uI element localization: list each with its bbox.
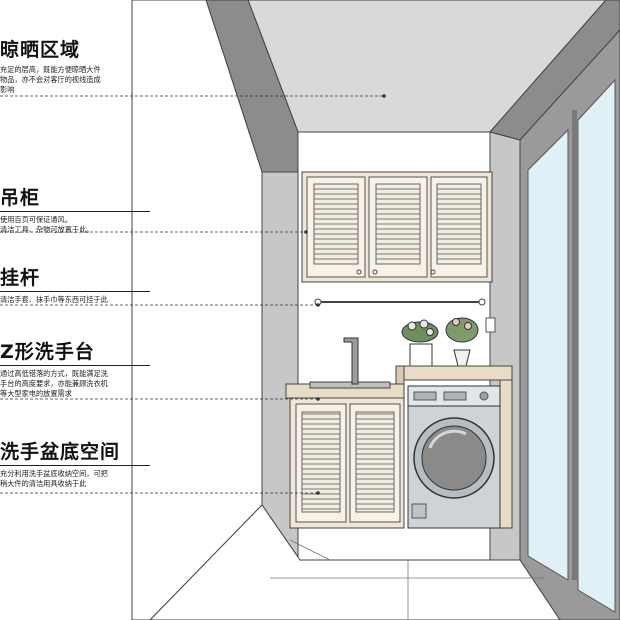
leader-dot <box>316 491 320 495</box>
title-underline <box>0 465 150 466</box>
title-underline <box>0 211 150 212</box>
title-underline <box>0 291 150 292</box>
annotation-text: 通过高低错落的方式，既能满足洗 <box>0 369 108 378</box>
wall-cabinet-doors <box>306 176 488 278</box>
annotation-text: 清洁工具、杂物可放置于此。 <box>0 225 94 234</box>
cabinet-knob <box>372 269 378 275</box>
window-glass-left <box>527 128 569 581</box>
countertop-upper <box>395 365 513 381</box>
annotation-title: 吊柜 <box>0 187 41 209</box>
annotation-z-counter: Z形洗手台 通过高低错落的方式，既能满足洗 手台的高度要求，亦能兼顾洗衣机 等大… <box>0 340 160 399</box>
annotation-text: 充分利用洗手盆底收纳空间，可把 <box>0 469 108 478</box>
faucet <box>343 337 359 385</box>
leader-dot <box>382 94 386 98</box>
annotation-text: 物品，亦不会对客厅的视线造成 <box>0 75 101 84</box>
annotation-title: Z形洗手台 <box>0 341 95 363</box>
cabinet-knob <box>356 269 362 275</box>
annotation-title: 晾晒区域 <box>0 39 81 61</box>
cabinet-knob <box>430 269 436 275</box>
potted-plant-left <box>401 319 439 367</box>
annotation-title: 挂杆 <box>0 267 41 289</box>
sink-basin <box>309 381 391 389</box>
annotation-under-sink: 洗手盆底空间 充分利用洗手盆底收纳空间，可把 稍大件的清洁用具收纳于此 <box>0 440 160 489</box>
annotation-wall-cabinet: 吊柜 使用百页可保证通风。 清洁工具、杂物可放置于此。 <box>0 186 160 235</box>
louver-panel <box>313 183 359 265</box>
louver-panel <box>375 183 421 265</box>
rod-end <box>478 298 486 306</box>
annotation-text: 清洁手套、抹手巾等东西可挂于此 <box>0 295 108 304</box>
leader-dot <box>316 303 320 307</box>
potted-plant-right <box>445 317 479 367</box>
louver-panel <box>355 411 395 513</box>
leader-dot <box>304 230 308 234</box>
annotation-text: 等大型家电的放置需求 <box>0 389 72 398</box>
annotation-title: 洗手盆底空间 <box>0 441 121 463</box>
counter-side-panel <box>499 379 513 529</box>
annotation-text: 手台的高度要求，亦能兼顾洗衣机 <box>0 379 108 388</box>
title-underline <box>0 365 150 366</box>
floor <box>149 504 561 620</box>
leader-dot <box>316 397 320 401</box>
window-glass-right <box>577 78 616 613</box>
wall-socket <box>485 317 496 333</box>
annotation-text: 稍大件的清洁用具收纳于此 <box>0 479 87 488</box>
annotation-text: 充足的层高，既能方便晾晒大件 <box>0 65 101 74</box>
washing-machine <box>407 385 501 529</box>
floor-tile-line <box>289 539 331 561</box>
annotation-text: 使用百页可保证通风。 <box>0 215 72 224</box>
louver-panel <box>301 411 341 513</box>
annotation-drying-area: 晾晒区域 充足的层高，既能方便晾晒大件 物品，亦不会对客厅的视线造成 影响 <box>0 38 160 95</box>
window-handle <box>572 110 577 580</box>
louver-panel <box>436 183 482 265</box>
annotation-text: 影响 <box>0 85 15 94</box>
annotation-hanging-rod: 挂杆 清洁手套、抹手巾等东西可挂于此 <box>0 266 160 305</box>
